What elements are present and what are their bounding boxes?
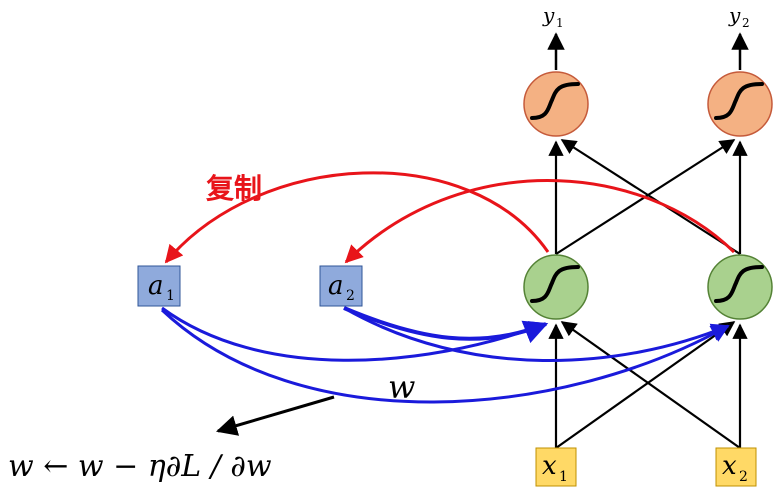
weight-arrow-a2-h2 xyxy=(343,306,730,363)
context-unit-a1: a 1 xyxy=(137,265,181,307)
sigmoid-curve-icon xyxy=(530,82,580,120)
output-label-y2: y 2 xyxy=(728,3,750,30)
update-rule-arrow xyxy=(215,395,335,436)
output-label-y1: y 1 xyxy=(542,3,564,30)
edge-x1-h2 xyxy=(555,321,736,449)
sigmoid-curve-icon xyxy=(530,265,580,303)
context-a2-base: a xyxy=(328,271,344,301)
hidden-node-2 xyxy=(707,254,773,320)
input-x1-base: x xyxy=(542,451,557,481)
output-y1-sub: 1 xyxy=(556,16,564,30)
context-unit-a2: a 2 xyxy=(319,265,363,307)
context-a2-sub: 2 xyxy=(346,288,355,304)
output-y1-base: y xyxy=(542,3,555,27)
input-unit-x2: x 2 xyxy=(715,447,757,487)
context-a1-base: a xyxy=(148,271,164,301)
weight-arrow-a2-h1 xyxy=(343,306,549,344)
output-y2-sub: 2 xyxy=(742,16,750,30)
context-a1-sub: 1 xyxy=(166,288,175,304)
copy-arrow-h2-a2 xyxy=(344,179,736,264)
edge-h2-o1 xyxy=(560,139,741,255)
copy-arrow-h1-a1 xyxy=(164,171,550,264)
input-unit-x1: x 1 xyxy=(535,447,577,487)
weight-arrow-a1-h2 xyxy=(160,308,730,404)
edge-x2-h1 xyxy=(560,321,741,449)
hidden-node-1 xyxy=(523,254,589,320)
output-node-1 xyxy=(523,71,589,137)
update-rule-formula: w ← w − η∂L / ∂w xyxy=(8,449,272,484)
input-x1-sub: 1 xyxy=(559,469,568,485)
input-x2-sub: 2 xyxy=(739,469,748,485)
weight-label: w xyxy=(388,368,415,406)
sigmoid-curve-icon xyxy=(714,82,764,120)
output-y2-base: y xyxy=(728,3,741,27)
input-x2-base: x xyxy=(722,451,737,481)
copy-label: 复制 xyxy=(206,172,262,205)
weight-arrow-a1-h1 xyxy=(161,306,548,362)
output-node-2 xyxy=(707,71,773,137)
sigmoid-curve-icon xyxy=(714,265,764,303)
